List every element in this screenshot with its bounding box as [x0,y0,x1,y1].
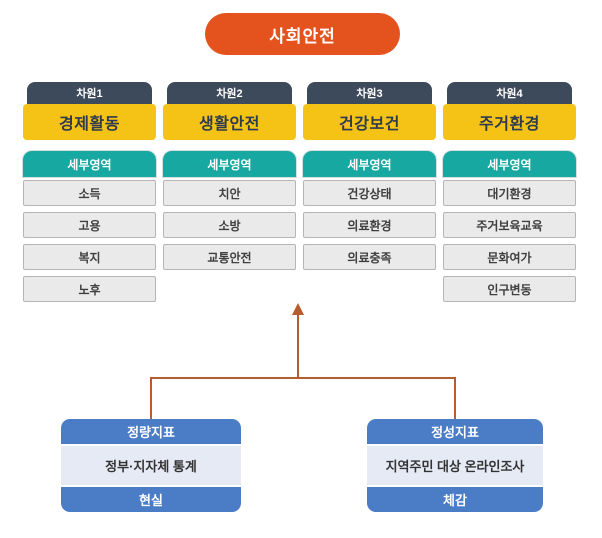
detail-item: 건강상태 [303,180,436,206]
qualitative-indicator-card: 정성지표 지역주민 대상 온라인조사 체감 [367,419,543,512]
detail-item: 노후 [23,276,156,302]
detail-item: 소득 [23,180,156,206]
dimension-name: 주거환경 [443,104,576,140]
dimension-name: 생활안전 [163,104,296,140]
arrowhead-up-icon [292,303,304,315]
dimension-tag: 차원4 [447,82,572,104]
detail-item: 문화여가 [443,244,576,270]
indicator-method: 지역주민 대상 온라인조사 [367,444,543,487]
indicator-method: 정부·지자체 통계 [61,444,241,487]
dimension-tag: 차원3 [307,82,432,104]
indicator-title: 정성지표 [431,425,479,440]
dimension-column-3: 차원3 건강보건 세부영역 건강상태 의료환경 의료충족 [303,82,436,302]
detail-section-header: 세부영역 [163,151,296,177]
detail-item: 인구변동 [443,276,576,302]
detail-item: 복지 [23,244,156,270]
indicator-aspect: 체감 [443,493,467,508]
detail-item: 치안 [163,180,296,206]
dimension-tag: 차원1 [27,82,152,104]
detail-section-header: 세부영역 [303,151,436,177]
dimension-columns: 차원1 경제활동 세부영역 소득 고용 복지 노후 차원2 생활안전 세부영역 … [23,82,576,302]
quantitative-indicator-card: 정량지표 정부·지자체 통계 현실 [61,419,241,512]
root-node: 사회안전 [205,13,400,55]
indicator-title: 정량지표 [127,425,175,440]
detail-section-header: 세부영역 [443,151,576,177]
dimension-column-1: 차원1 경제활동 세부영역 소득 고용 복지 노후 [23,82,156,302]
dimension-column-4: 차원4 주거환경 세부영역 대기환경 주거보육교육 문화여가 인구변동 [443,82,576,302]
detail-item: 주거보육교육 [443,212,576,238]
dimension-name: 건강보건 [303,104,436,140]
detail-item: 의료충족 [303,244,436,270]
dimension-column-2: 차원2 생활안전 세부영역 치안 소방 교통안전 [163,82,296,302]
dimension-tag: 차원2 [167,82,292,104]
detail-item: 의료환경 [303,212,436,238]
detail-item: 교통안전 [163,244,296,270]
detail-item: 고용 [23,212,156,238]
indicator-aspect: 현실 [139,493,163,508]
detail-item: 소방 [163,212,296,238]
detail-section-header: 세부영역 [23,151,156,177]
dimension-name: 경제활동 [23,104,156,140]
detail-item: 대기환경 [443,180,576,206]
